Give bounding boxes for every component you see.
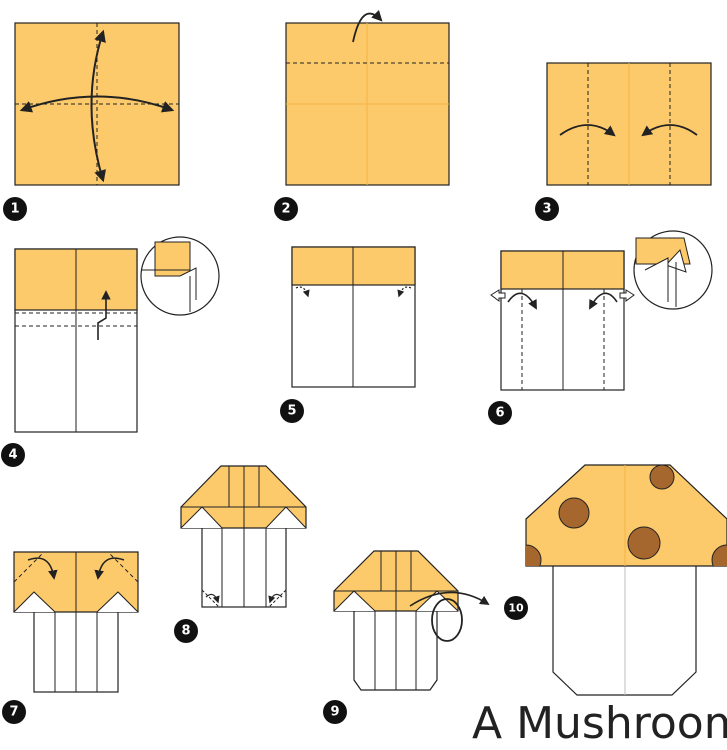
step-number: 5 xyxy=(287,404,296,419)
step-8-diagram xyxy=(180,465,307,608)
step-number: 8 xyxy=(181,624,190,639)
diagram-title: A Mushroom xyxy=(472,698,727,749)
step-4-diagram xyxy=(14,236,220,433)
step-badge-7: 7 xyxy=(2,700,26,724)
step-badge-3: 3 xyxy=(535,197,559,221)
step-number: 4 xyxy=(8,448,17,463)
step-badge-8: 8 xyxy=(174,619,198,643)
step-number: 2 xyxy=(281,202,290,217)
step-badge-2: 2 xyxy=(274,197,298,221)
step-number: 9 xyxy=(330,705,339,720)
step-7-diagram xyxy=(13,551,139,693)
step-number: 6 xyxy=(495,406,504,421)
step-number: 7 xyxy=(9,705,18,720)
step-3-diagram xyxy=(546,62,712,186)
step-5-diagram xyxy=(291,246,416,388)
step-1-diagram xyxy=(14,22,180,186)
step-6-detail-inset xyxy=(633,230,713,310)
step-badge-9: 9 xyxy=(323,700,347,724)
step-4-detail-inset xyxy=(140,236,220,316)
step-badge-6: 6 xyxy=(488,401,512,425)
step-number: 3 xyxy=(542,202,551,217)
step-number: 1 xyxy=(10,202,19,217)
step-6-diagram xyxy=(490,230,713,391)
step-10-diagram xyxy=(525,464,727,696)
step-badge-5: 5 xyxy=(280,399,304,423)
step-number: 10 xyxy=(508,602,524,615)
step-badge-4: 4 xyxy=(1,443,25,467)
step-badge-10: 10 xyxy=(504,596,528,620)
step-2-diagram xyxy=(285,10,450,186)
step-badge-1: 1 xyxy=(3,197,27,221)
step-9-diagram xyxy=(333,550,490,691)
